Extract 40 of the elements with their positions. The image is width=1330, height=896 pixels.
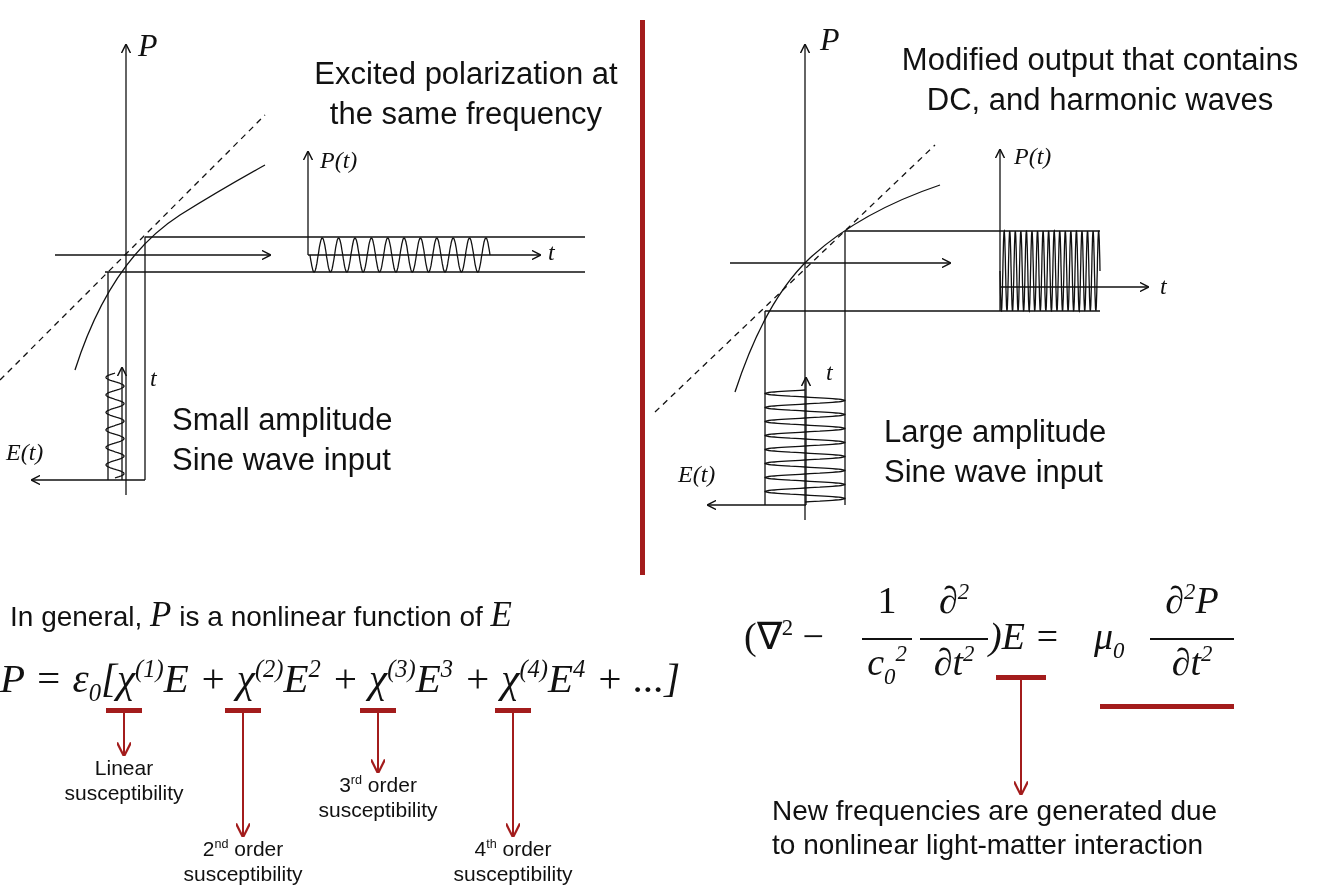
annotation-text: Large amplitude Sine wave input xyxy=(884,413,1108,492)
axis-label: t xyxy=(548,238,555,267)
underline-bar xyxy=(106,708,142,713)
axis-label: E(t) xyxy=(678,460,716,489)
equation-term: ∂t$^{2}$ xyxy=(1170,640,1214,685)
term-label: 2$^{nd}$ order susceptibility xyxy=(168,836,318,887)
underline-bar xyxy=(495,708,531,713)
equation-term: μ$_{0}$ xyxy=(1094,614,1125,664)
arrow xyxy=(504,712,522,839)
annotation-text: Modified output that contains DC, and harmonic waves xyxy=(900,41,1300,120)
arrow xyxy=(115,712,133,758)
underline-bar xyxy=(225,708,261,713)
underline-bar xyxy=(360,708,396,713)
axis-label: E(t) xyxy=(6,438,44,467)
annotation-text: Small amplitude Sine wave input xyxy=(172,401,394,480)
axis-label: P(t) xyxy=(1014,142,1052,171)
equation-term: 1 xyxy=(876,578,898,623)
axis-label: P xyxy=(138,26,158,65)
equation-term: ∂$^{2}$ xyxy=(937,578,971,623)
term-label: 4$^{th}$ order susceptibility xyxy=(438,836,588,887)
equation-term: (∇$^{2}$ − xyxy=(744,614,824,659)
arrow xyxy=(1012,679,1030,797)
axis-label: t xyxy=(826,358,833,387)
annotation-text: Excited polarization at the same frequency xyxy=(313,55,619,134)
statement-text: In general, P is a nonlinear function of E xyxy=(10,594,512,636)
term-label: 3$^{rd}$ order susceptibility xyxy=(303,772,453,823)
arrow xyxy=(369,712,387,775)
equation-term: ∂$^{2}$P xyxy=(1164,578,1220,623)
underline-bar xyxy=(1100,704,1234,709)
equation-term: )E = xyxy=(989,614,1060,659)
axis-label: t xyxy=(1160,272,1167,301)
term-label: Linear susceptibility xyxy=(49,755,199,806)
term-label: New frequencies are generated due to nonlinear light-matter interaction xyxy=(772,794,1242,862)
axis-label: P xyxy=(820,20,840,59)
equation-term: ∂t$^{2}$ xyxy=(932,640,976,685)
underline-bar xyxy=(996,675,1046,680)
arrow xyxy=(234,712,252,839)
axis-label: t xyxy=(150,364,157,393)
axis-label: P(t) xyxy=(320,146,358,175)
equation-term: P = ε$_{0}$[χ$^{(1)}$E + χ$^{(2)}$E$^{2}$ + χ$^{(3)}$E$^{3}$ + χ$^{(4)}$E$^{4}$ + ...] xyxy=(0,654,681,708)
